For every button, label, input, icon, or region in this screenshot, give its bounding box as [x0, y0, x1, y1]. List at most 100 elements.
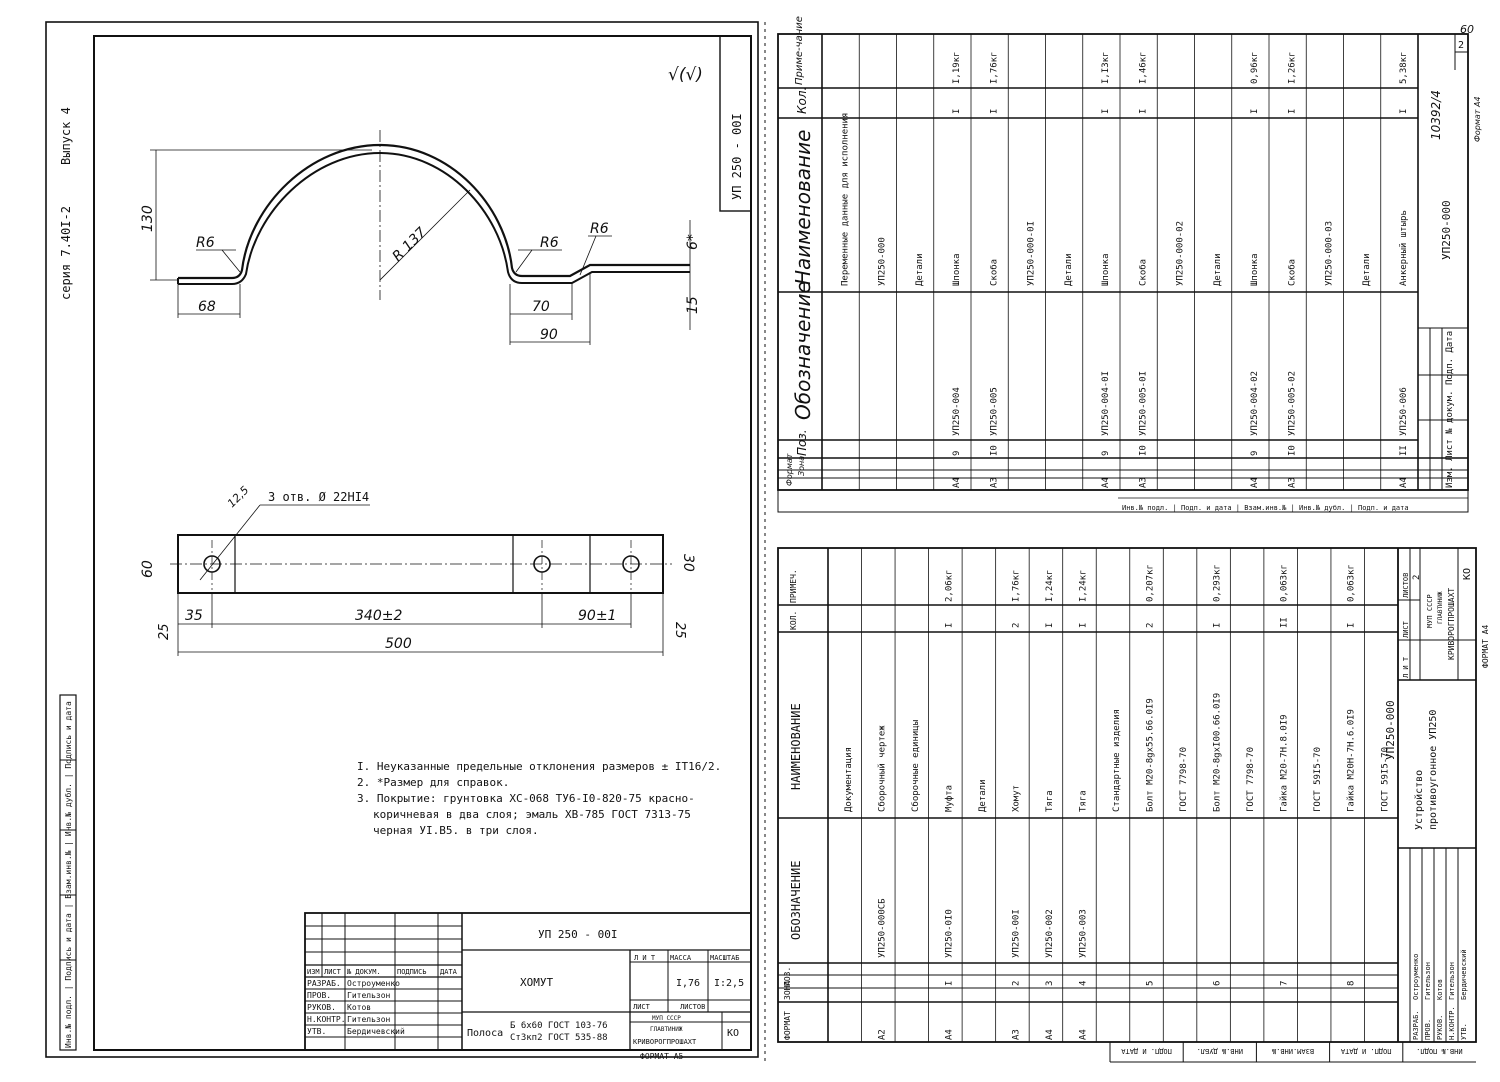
tb-org-1: МУП СССР: [652, 1015, 681, 1022]
br-cell-format: А4: [1045, 1029, 1055, 1040]
top-right-spec: Инв.№ подл. | Подп. и дата | Взам.инв.№ …: [777, 16, 1482, 513]
tb-org-3: КРИВОРОГПРОШАХТ: [633, 1038, 697, 1046]
br-cell-note: 0,063кг: [1347, 564, 1357, 602]
tr-cell-format: А4: [952, 477, 962, 488]
tb-lit: Л И Т: [634, 954, 656, 962]
br-cell-designation: УП250-000СБ: [877, 898, 887, 958]
br-code: КО: [1462, 568, 1473, 580]
tr-cell-qty: I: [1399, 109, 1409, 114]
tr-sheet-num: 2: [1458, 40, 1464, 51]
tr-side-labels: Инв.№ подл. | Подп. и дата | Взам.инв.№ …: [1122, 504, 1409, 512]
tr-cell-note: I,26кг: [1287, 51, 1297, 84]
dim-90: 90: [540, 327, 558, 343]
br-name-2: Гительзон: [1424, 962, 1432, 1000]
br-strip-label: ПОДП. И ДАТА: [1121, 1047, 1172, 1055]
tr-cell-name: Анкерный штырь: [1399, 210, 1409, 286]
dim-r137: R 137: [390, 225, 430, 265]
br-cell-name: Болт М20-8gхI00.66.0I9: [1213, 693, 1223, 812]
tr-cell-format: А4: [1101, 477, 1111, 488]
series-label: серия 7.40I-2: [59, 206, 73, 300]
tb-role-2: ПРОВ.: [307, 991, 331, 1000]
tr-cell-name: Скоба: [988, 259, 999, 286]
tb-material-label: Полоса: [467, 1028, 503, 1039]
br-h-zone: ЗОНА: [783, 981, 792, 1000]
tr-cell-name: Шпонка: [1101, 253, 1111, 286]
clamp-outer-edge: [178, 143, 690, 280]
tr-h-pos: Поз.: [795, 429, 809, 456]
dim-130: 130: [140, 205, 156, 232]
tb-format: ФОРМАТ А5: [640, 1052, 684, 1061]
tr-cell-name: Детали: [1064, 253, 1074, 286]
br-cell-name: ГОСТ 59I5-70: [1313, 747, 1323, 812]
dim-6: 6*: [685, 234, 701, 250]
br-name-4: Гительзон: [1448, 962, 1456, 1000]
tr-cell-name: Скоба: [1137, 259, 1148, 286]
holes-note: 3 отв. Ø 22HI4: [268, 490, 369, 504]
left-strip-text: Инв.№ подл. | Подпись и дата | Взам.инв.…: [63, 701, 73, 1048]
technical-notes: I. Неуказанные предельные отклонения раз…: [357, 760, 721, 837]
tb-org-2: ГЛАВТИНИЖ: [650, 1026, 683, 1033]
br-cell-note: I,76кг: [1011, 569, 1021, 602]
br-cell-format: А2: [877, 1029, 887, 1040]
tr-cell-designation: УП250-005-02: [1287, 371, 1297, 436]
br-name-3: Котов: [1436, 979, 1444, 1000]
note-1: I. Неуказанные предельные отклонения раз…: [357, 760, 721, 773]
br-strip-label: ПОДП. И ДАТА: [1340, 1047, 1391, 1055]
br-strip-label: ВЗАМ.ИНВ.№: [1271, 1047, 1314, 1055]
br-cell-name: Тяга: [1045, 790, 1055, 812]
br-cell-note: 0,293кг: [1213, 564, 1223, 602]
tb-role-3: РУКОВ.: [307, 1003, 336, 1012]
tr-h-format: Формат: [785, 453, 794, 486]
tr-stamp-number: 10392/4: [1429, 90, 1443, 140]
br-cell-pos: 4: [1079, 981, 1089, 986]
tb-mass: I,76: [676, 978, 700, 989]
tb-col-doc: № ДОКУМ.: [346, 968, 381, 976]
dim-340: 340±2: [355, 608, 402, 624]
br-cell-name: Детали: [978, 779, 988, 812]
br-org-2: ГЛАВТИНИЖ: [1437, 591, 1444, 624]
br-format: ФОРМАТ А4: [1481, 624, 1490, 668]
tr-cell-pos: I0: [1287, 445, 1297, 456]
tb-name-1: Остроуменко: [347, 979, 400, 988]
tb-name-5: Бердичевский: [347, 1027, 405, 1036]
sheet-number: 60: [1460, 23, 1474, 36]
tr-h-note: Приме-чание: [794, 16, 805, 85]
tr-cell-pos: I0: [989, 445, 999, 456]
br-cell-pos: 7: [1280, 981, 1290, 986]
tr-cell-designation: УП250-005: [989, 387, 999, 436]
br-cell-qty: I: [944, 623, 954, 628]
tb-name-4: Гительзон: [347, 1015, 391, 1024]
tr-cell-name: Детали: [1362, 253, 1372, 286]
clamp-profile-view: 130 R 137 R6 R6 R6 6* 15 68: [140, 130, 701, 345]
br-title-designation: УП250-000: [1384, 700, 1397, 760]
dim-35: 35: [185, 608, 203, 624]
tb-col-date: ДАТА: [440, 968, 458, 976]
br-cell-qty: 2: [1011, 623, 1021, 628]
tb-designation: УП 250 - 00I: [538, 928, 617, 941]
br-role-1: РАЗРАБ.: [1412, 1010, 1420, 1040]
dim-90-tol: 90±1: [578, 608, 616, 624]
br-cell-note: 0,207кг: [1146, 564, 1156, 602]
tb-scale: I:2,5: [714, 978, 744, 989]
tr-cell-qty: I: [1138, 109, 1148, 114]
note-3c: черная УI.В5. в три слоя.: [373, 824, 539, 837]
tr-cell-name: Детали: [1213, 253, 1223, 286]
bottom-right-spec: ФОРМАТ ЗОНА ПОЗ. ОБОЗНАЧЕНИЕ НАИМЕНОВАНИ…: [777, 547, 1490, 1063]
br-h-name: НАИМЕНОВАНИЕ: [789, 703, 803, 790]
dim-70: 70: [532, 299, 550, 315]
tb-sheet-h: ЛИСТ: [633, 1003, 651, 1011]
tb-sheets-h: ЛИСТОВ: [680, 1003, 705, 1011]
br-cell-designation: УП250-003: [1079, 909, 1089, 958]
br-cell-pos: 2: [1011, 981, 1021, 986]
tr-cell-pos: 9: [952, 451, 962, 456]
br-h-format: ФОРМАТ: [783, 1011, 792, 1040]
br-cell-designation: УП250-002: [1045, 909, 1055, 958]
tb-name-3: Котов: [347, 1003, 371, 1012]
rough-125: 12,5: [225, 484, 252, 511]
tb-col-list: ЛИСТ: [324, 968, 342, 976]
br-name-5: Бердичевский: [1460, 949, 1468, 1000]
issue-label: Выпуск 4: [59, 107, 73, 165]
br-h-pos: ПОЗ.: [783, 967, 792, 986]
tr-h-qty: Кол.: [795, 87, 809, 114]
